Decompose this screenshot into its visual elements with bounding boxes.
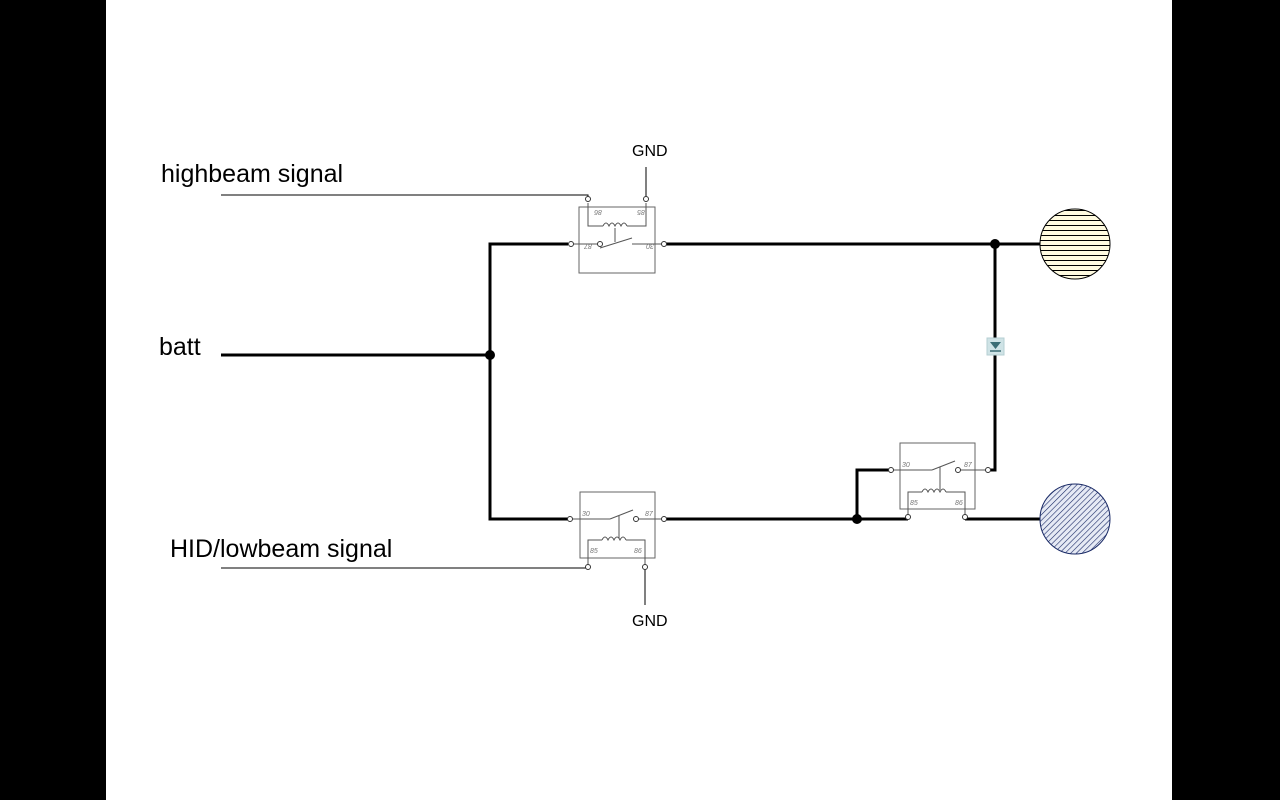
junction-dot xyxy=(852,514,862,524)
pin-30-label: 30 xyxy=(582,511,590,518)
highbeam-signal-label: highbeam signal xyxy=(161,160,343,188)
junction-dot xyxy=(990,239,1000,249)
lowbeam-signal-wire xyxy=(221,565,589,569)
highbeam-signal-wire xyxy=(221,194,589,199)
combiner-87-wire xyxy=(988,244,997,472)
batt-bus-wire xyxy=(488,242,568,521)
diode-icon xyxy=(986,337,1005,356)
combiner-30-wire xyxy=(855,468,891,519)
pin-86-label: 86 xyxy=(594,208,602,215)
pin-30-label: 30 xyxy=(902,462,910,469)
relay-highbeam: 86 85 87 30 xyxy=(568,196,667,274)
lowbeam-lamp-icon xyxy=(1039,483,1111,555)
pin-87-label: 87 xyxy=(645,511,654,518)
pin-86-label: 86 xyxy=(955,500,963,507)
diagram-slide: highbeam signal batt HID/lowbeam signal … xyxy=(106,0,1172,800)
pin-85-label: 85 xyxy=(590,548,598,555)
pin-86-label: 86 xyxy=(634,548,642,555)
gnd-bottom-label: GND xyxy=(632,613,668,630)
junction-dot xyxy=(485,350,495,360)
batt-label: batt xyxy=(159,333,201,361)
pin-87-label: 87 xyxy=(583,242,592,249)
pin-87-label: 87 xyxy=(964,462,973,469)
pin-85-label: 85 xyxy=(910,500,918,507)
gnd-top-label: GND xyxy=(632,143,668,160)
relay-combiner: 30 87 85 86 xyxy=(888,442,991,520)
lowbeam-signal-label: HID/lowbeam signal xyxy=(170,535,392,563)
wiring-diagram: highbeam signal batt HID/lowbeam signal … xyxy=(159,143,1111,630)
pin-85-label: 85 xyxy=(637,208,645,215)
relay-lowbeam: 30 87 85 86 xyxy=(567,491,667,570)
pin-30-label: 30 xyxy=(646,242,654,249)
highbeam-lamp-icon xyxy=(1039,208,1111,280)
